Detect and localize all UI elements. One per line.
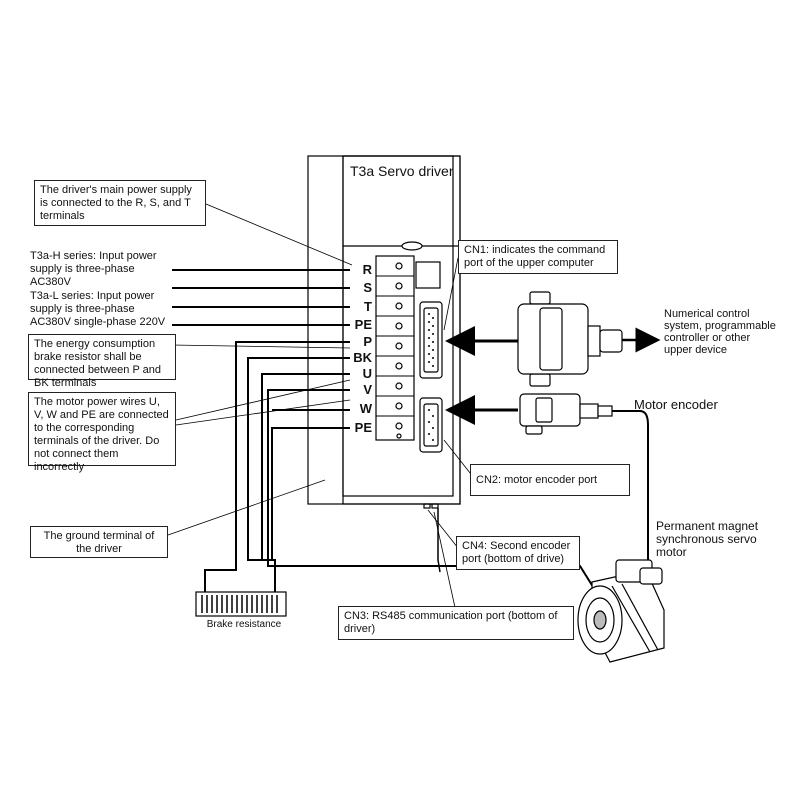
signal-arrows bbox=[445, 326, 661, 425]
input-power-lines bbox=[172, 269, 350, 326]
cn3-callout: CN3: RS485 communication port (bottom of… bbox=[338, 606, 574, 640]
terminal-v: V bbox=[363, 382, 372, 397]
servo-driver bbox=[307, 155, 461, 509]
terminal-u: U bbox=[362, 366, 372, 381]
leader-lines bbox=[167, 203, 475, 613]
cn1-callout: CN1: indicates the command port of the u… bbox=[458, 240, 618, 274]
terminal-w: W bbox=[359, 401, 372, 416]
terminal-pe-2: PE bbox=[354, 420, 372, 435]
terminal-bk: BK bbox=[353, 350, 372, 365]
brake-wires bbox=[204, 341, 350, 592]
brake-resistor bbox=[195, 591, 287, 617]
driver-title: T3a Servo driver bbox=[350, 163, 454, 179]
terminal-p: P bbox=[363, 334, 372, 349]
brake-callout: The energy consumption brake resistor sh… bbox=[28, 334, 176, 389]
t3a-h-note: T3a-H series: Input power supply is thre… bbox=[30, 250, 157, 288]
motor-wires-callout: The motor power wires U, V, W and PE are… bbox=[28, 392, 176, 473]
main-power-callout: The driver's main power supply is connec… bbox=[34, 180, 206, 226]
cn4-cable bbox=[437, 508, 441, 573]
terminal-r: R bbox=[362, 262, 372, 277]
motor-power-wires bbox=[261, 373, 596, 591]
ground-callout: The ground terminal of the driver bbox=[30, 526, 168, 558]
cn1-pins bbox=[428, 313, 434, 441]
servo-motor bbox=[577, 559, 665, 663]
terminal-s: S bbox=[363, 280, 372, 295]
motor-label: Permanent magnet synchronous servo motor bbox=[656, 519, 759, 559]
cn4-callout: CN4: Second encoder port (bottom of driv… bbox=[456, 536, 580, 570]
upper-device-label: Numerical control system, programmable c… bbox=[664, 308, 776, 356]
command-connector bbox=[517, 291, 623, 387]
terminal-pe-1: PE bbox=[354, 317, 372, 332]
terminal-t: T bbox=[364, 299, 372, 314]
t3a-l-note: T3a-L series: Input power supply is thre… bbox=[30, 290, 166, 328]
cn2-callout: CN2: motor encoder port bbox=[470, 464, 630, 496]
encoder-connector bbox=[519, 393, 613, 435]
brake-resistance-label: Brake resistance bbox=[206, 619, 282, 630]
motor-encoder-label: Motor encoder bbox=[634, 397, 718, 412]
